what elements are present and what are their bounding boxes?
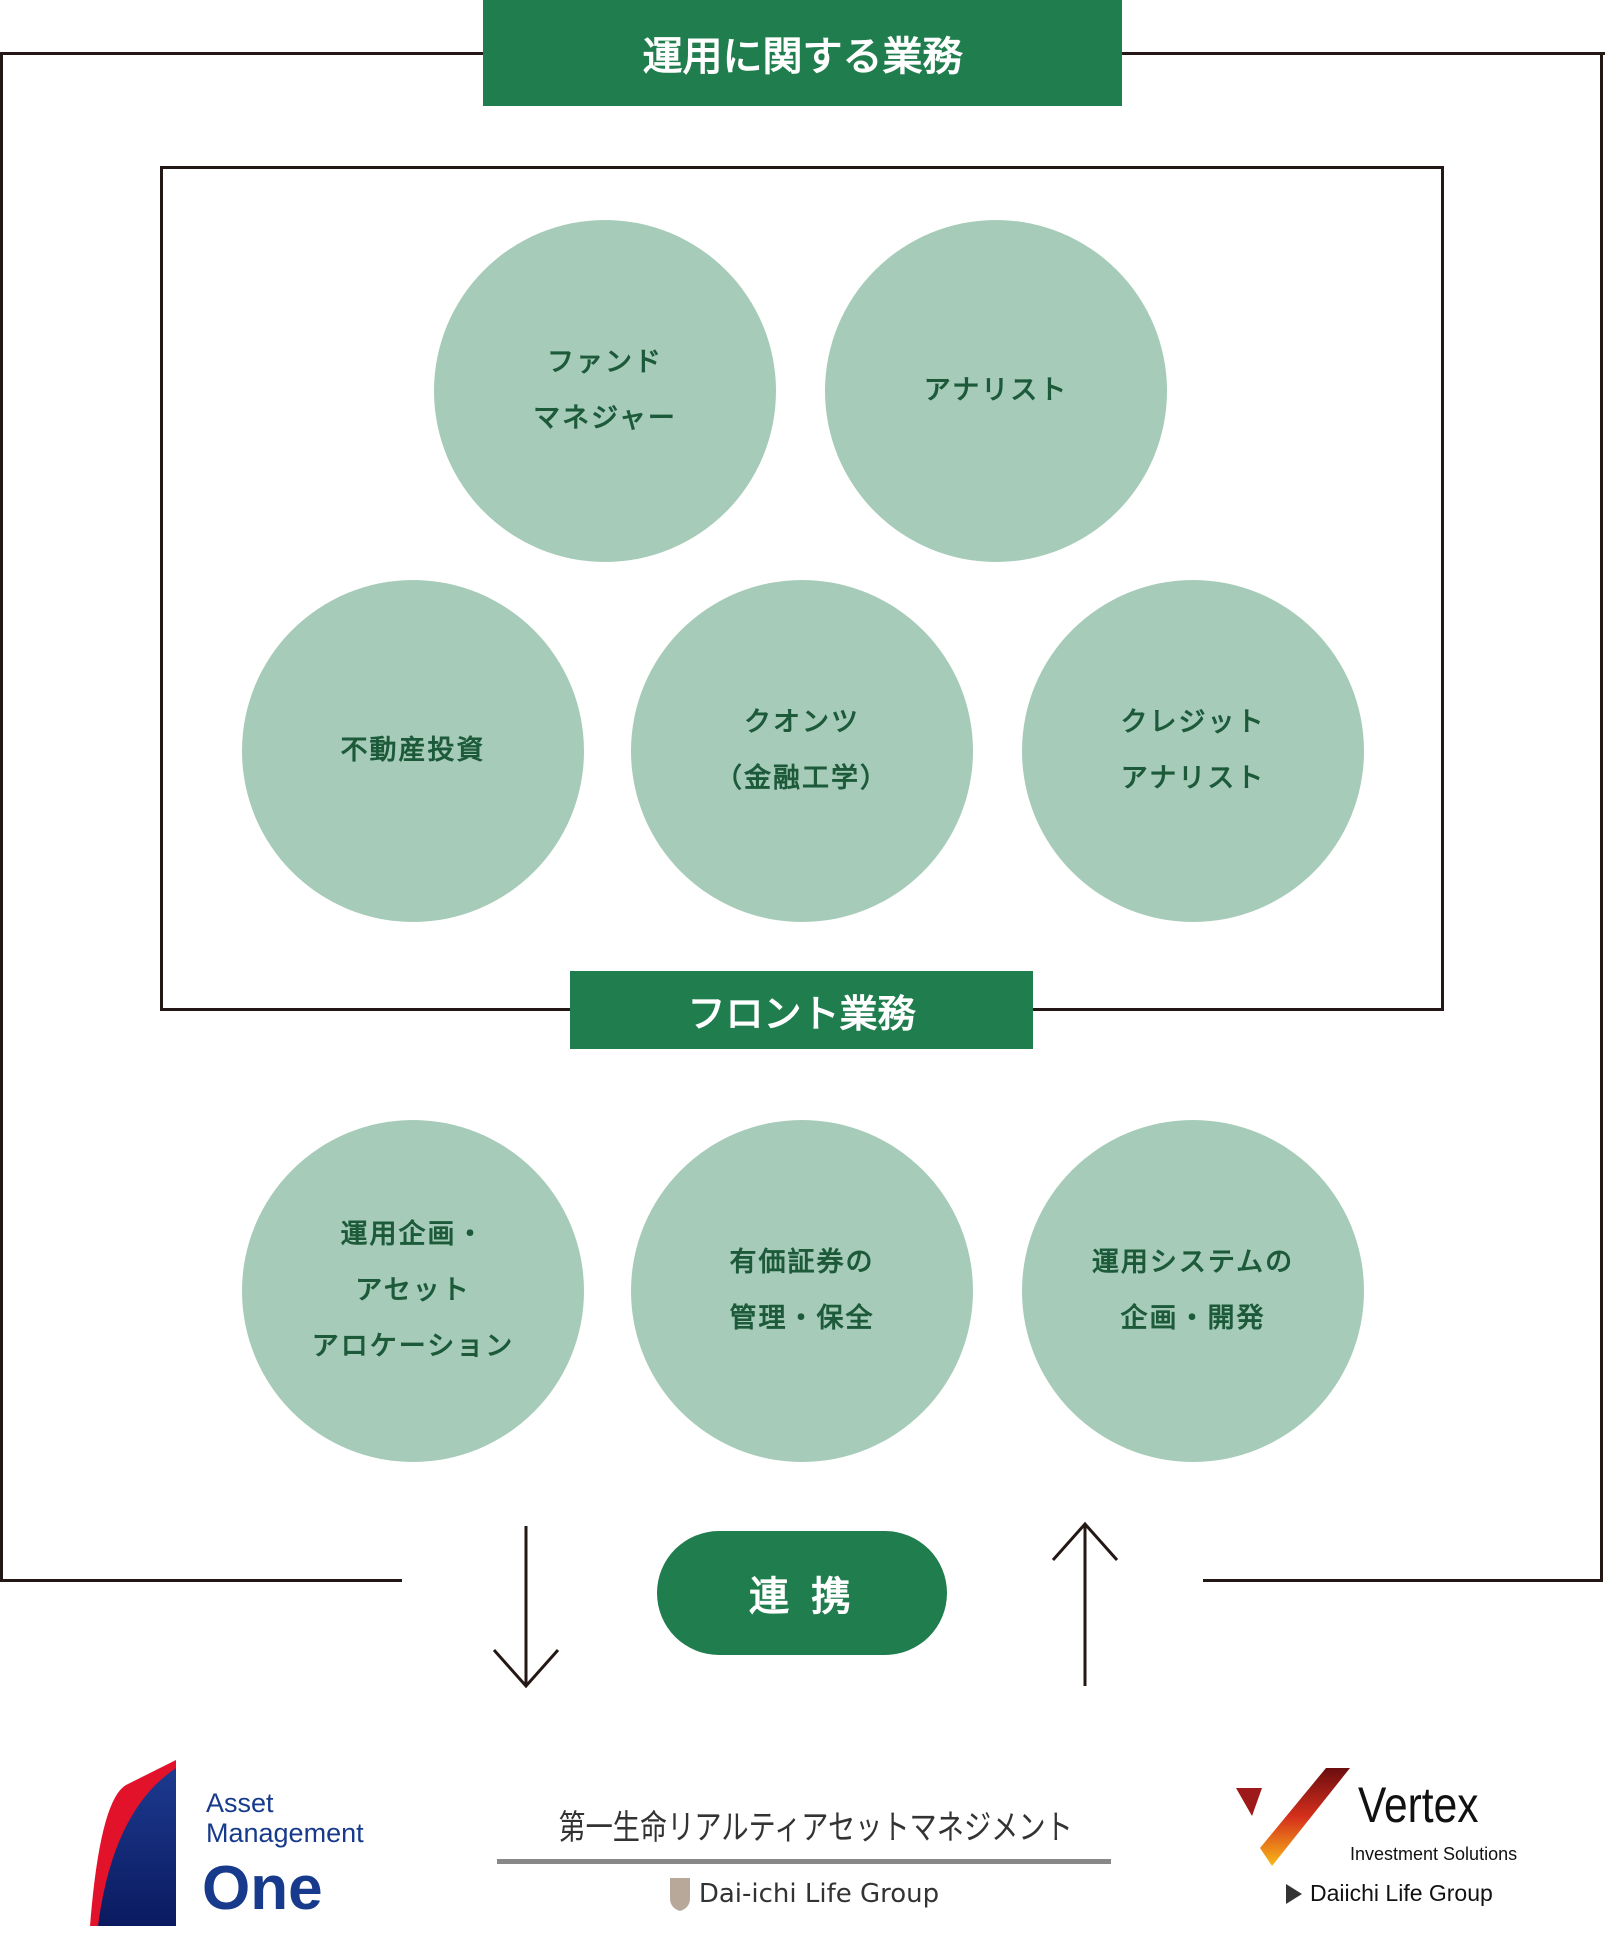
vertex-group: Daiichi Life Group — [1310, 1880, 1493, 1906]
vertex-mark-icon — [1236, 1768, 1350, 1866]
inner-frame-left — [160, 166, 163, 1011]
shield-icon — [669, 1878, 690, 1911]
arrow-up-icon — [1051, 1521, 1119, 1686]
amo-mark-icon — [90, 1760, 176, 1926]
vertex-logo: Vertex Investment Solutions Daiichi Life… — [1232, 1766, 1522, 1916]
role-text: （金融工学） — [715, 763, 889, 794]
realty-name: 第一生命リアルティアセットマネジメント — [558, 1808, 1073, 1848]
inner-frame-bottom-right — [1032, 1008, 1444, 1011]
arrow-down-icon — [492, 1526, 560, 1689]
role-analyst: アナリスト — [825, 220, 1167, 562]
front-label: フロント業務 — [570, 971, 1033, 1049]
outer-frame-bottom-left — [0, 1579, 402, 1582]
role-quants: クオンツ （金融工学） — [631, 580, 973, 922]
role-fund-manager: ファンド マネジャー — [434, 220, 776, 562]
outer-frame-top-right — [1122, 52, 1605, 55]
role-text: アナリスト — [1120, 763, 1266, 794]
role-text: アナリスト — [923, 375, 1069, 406]
amo-text: One — [202, 1854, 323, 1923]
role-text: クオンツ — [744, 707, 860, 738]
amo-text: Management — [206, 1818, 364, 1848]
outer-frame-bottom-right — [1203, 1579, 1603, 1582]
inner-frame-right — [1441, 166, 1444, 1011]
role-text: ファンド — [547, 347, 663, 378]
role-text: マネジャー — [533, 403, 677, 434]
role-text: 管理・保全 — [729, 1303, 875, 1334]
role-asset-allocation: 運用企画・ アセット アロケーション — [242, 1120, 584, 1462]
role-system-development: 運用システムの 企画・開発 — [1022, 1120, 1364, 1462]
outer-frame-right — [1600, 52, 1603, 1582]
link-badge: 連 携 — [657, 1531, 947, 1655]
inner-frame-bottom-left — [160, 1008, 572, 1011]
role-text: 有価証券の — [729, 1247, 875, 1278]
vertex-sub: Investment Solutions — [1350, 1844, 1518, 1864]
outer-frame-left — [0, 52, 3, 1582]
role-securities-custody: 有価証券の 管理・保全 — [631, 1120, 973, 1462]
role-text: クレジット — [1120, 707, 1266, 738]
vertex-name: Vertex — [1358, 1777, 1479, 1833]
inner-frame-top — [160, 166, 1444, 169]
dai-ichi-realty-logo: 第一生命リアルティアセットマネジメント Dai-ichi Life Group — [497, 1800, 1111, 1912]
realty-divider — [497, 1859, 1111, 1864]
realty-group: Dai-ichi Life Group — [698, 1879, 940, 1909]
amo-text: Asset — [206, 1788, 274, 1818]
header-label: 運用に関する業務 — [483, 0, 1122, 106]
asset-management-one-logo: Asset Management One — [88, 1760, 408, 1926]
role-text: アセット — [355, 1275, 471, 1306]
role-text: 企画・開発 — [1120, 1303, 1266, 1334]
role-credit-analyst: クレジット アナリスト — [1022, 580, 1364, 922]
role-text: 不動産投資 — [340, 735, 486, 766]
role-text: 運用企画・ — [340, 1219, 486, 1250]
role-text: アロケーション — [311, 1331, 515, 1362]
daiichi-mark-icon — [1286, 1883, 1302, 1904]
role-real-estate: 不動産投資 — [242, 580, 584, 922]
role-text: 運用システムの — [1091, 1247, 1295, 1278]
outer-frame-top-left — [0, 52, 483, 55]
